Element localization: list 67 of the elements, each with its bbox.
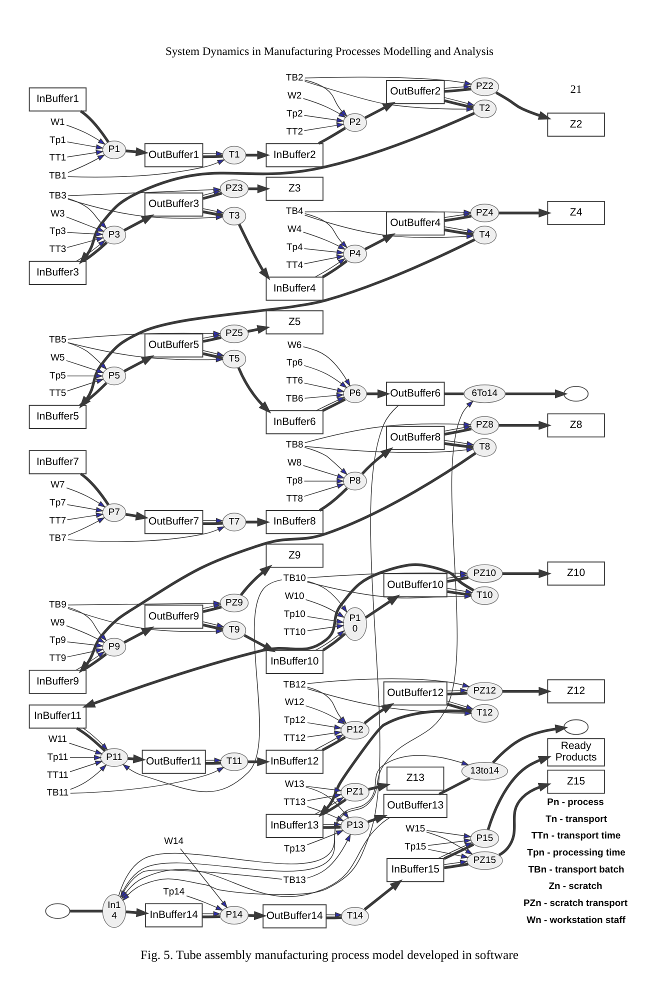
diagram-title: System Dynamics in Manufacturing Processes Modelling and Analysis [165,45,494,58]
node-text: W9 [50,617,65,628]
node-text: TB3 [49,190,66,202]
node-text: W15 [406,823,426,834]
node-text: TB2 [286,72,304,84]
node-text: Tp7 [50,497,66,508]
node-text: TT4 [286,260,304,271]
node-text: Tp1 [50,134,66,146]
node-text: TT7 [49,515,66,526]
node-text: W12 [284,697,304,708]
node-text: Tp11 [47,752,68,763]
legend-label: TBn - transport batch [528,864,624,876]
node-text: W6 [288,340,302,351]
legend-label: Pn - process [547,797,604,808]
legend-label: Tn - transport [546,814,608,825]
label: 21 [570,82,582,96]
node-text: Tp3 [50,226,66,238]
node-text: TT8 [286,493,304,504]
node-text: TT13 [284,797,306,808]
node-text: TB12 [283,679,306,690]
node-text: TT12 [284,732,306,744]
node-text: TB4 [286,206,304,218]
node-text: W2 [288,90,302,102]
legend-label: Tpn - processing time [527,848,626,859]
legend-label: Wn - workstation staff [526,914,626,926]
node-text: Tp5 [50,370,66,382]
node-text: TT2 [286,126,304,138]
node-text: TB7 [49,533,66,544]
node-text: TT1 [49,152,66,164]
node-text: TT6 [286,376,304,387]
node-text: Tp12 [284,715,306,726]
node-text: TB8 [286,440,304,451]
node-text: Tp8 [286,475,303,486]
node-text: TT5 [49,388,66,400]
node-text: W3 [50,208,65,220]
node-text: TB1 [49,170,66,182]
node-text: TB9 [49,599,66,610]
node-text: W11 [48,734,68,746]
node-text: TB6 [286,393,304,404]
node-text: Tp6 [286,358,303,369]
node-text: TT10 [284,626,306,638]
node-text: Tp2 [286,108,303,120]
node-text: W7 [50,480,65,491]
node-text: Tp10 [284,608,306,620]
node-text: TB11 [46,788,69,799]
node-text: W13 [284,779,304,790]
node-text: TT3 [49,244,66,256]
node-text: TB13 [283,874,306,886]
node-text: W4 [288,224,302,236]
node-text: Tp4 [286,242,303,253]
legend-label: Zn - scratch [548,881,602,892]
node-text: Tp15 [404,841,426,852]
legend-label: TTn - transport time [531,830,621,842]
node-text: TB5 [49,334,66,346]
legend-label: PZn - scratch transport [523,898,628,910]
node-text: TT9 [49,653,66,664]
node-text: W5 [50,352,65,364]
node-text: W8 [288,458,302,469]
node-text: TT11 [47,770,68,781]
caption: Fig. 5. Tube assembly manufacturing process model developed in software [140,948,518,962]
node-text: TB10 [283,573,306,584]
node-text: Tp9 [50,635,66,646]
node-text: Tp13 [284,843,306,854]
node-text: W10 [284,591,304,602]
node-text: W1 [50,116,65,128]
node-text: Tp14 [163,886,185,898]
node-text: W14 [164,836,184,847]
